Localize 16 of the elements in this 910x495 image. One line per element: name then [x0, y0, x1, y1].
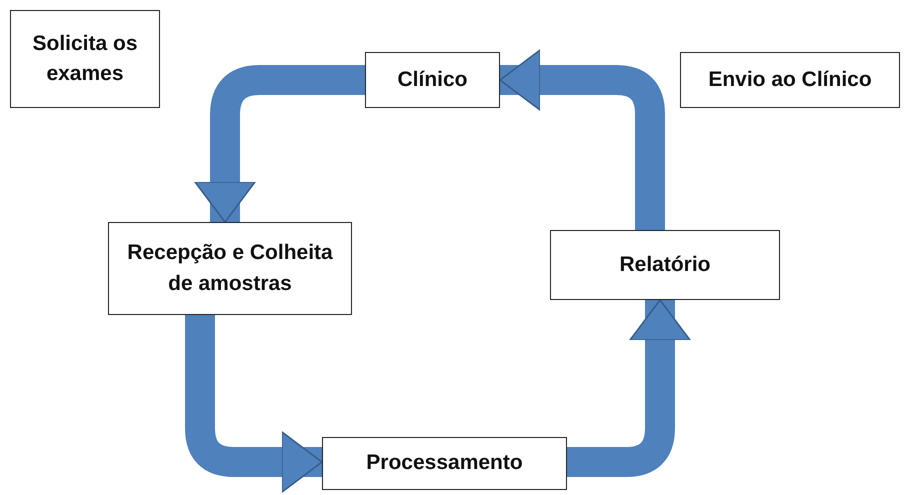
process-box: [680, 52, 900, 108]
process-box: [10, 10, 160, 108]
box-label: Clínico: [397, 66, 468, 93]
process-box: [108, 222, 352, 315]
block-arrow: [185, 315, 323, 493]
block-arrow: [567, 299, 691, 477]
process-box: [322, 437, 567, 490]
block-arrow: [194, 65, 365, 223]
box-label: Envio ao Clínico: [708, 66, 872, 93]
box-label: Solicita os exames: [31, 30, 139, 87]
box-label: Recepção e Colheita de amostras: [126, 240, 334, 296]
box-label: Processamento: [366, 450, 523, 476]
process-box: [550, 230, 780, 300]
block-arrow: [499, 49, 665, 230]
box-label: Relatório: [619, 252, 710, 278]
process-box: [365, 52, 500, 108]
